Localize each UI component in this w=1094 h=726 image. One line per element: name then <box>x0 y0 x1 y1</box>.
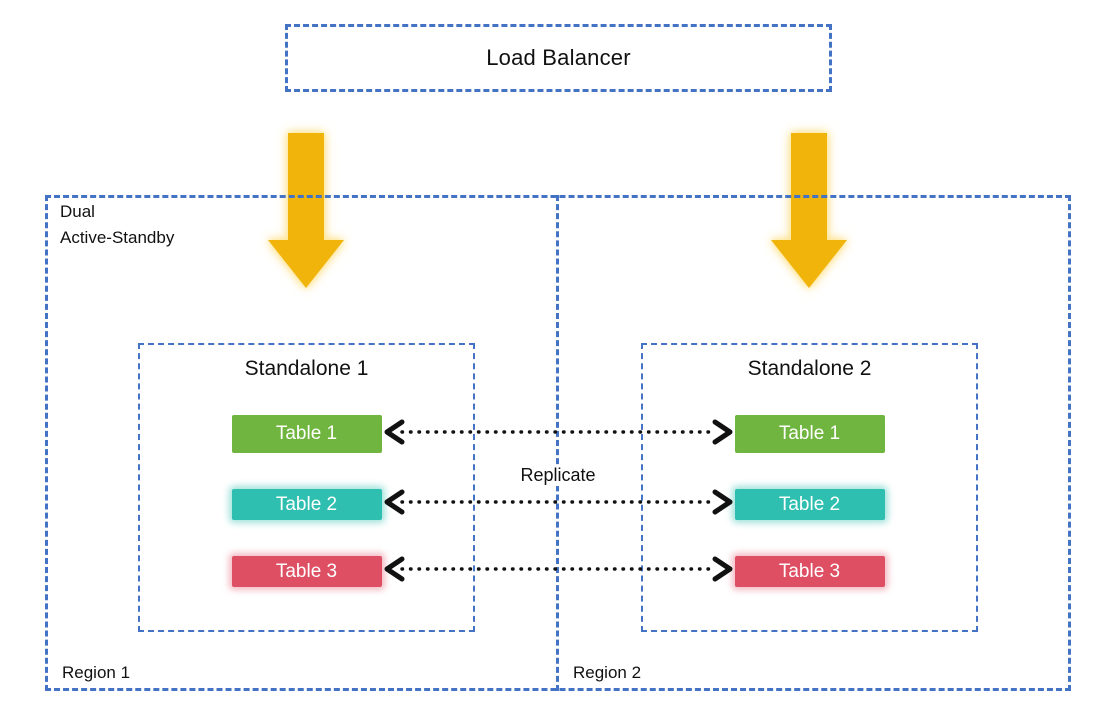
standalone-1-table-3: Table 3 <box>231 556 382 587</box>
region-divider <box>556 195 559 691</box>
standalone-1-box: Standalone 1 Table 1 Table 2 Table 3 <box>138 343 475 632</box>
dual-label-line2: Active-Standby <box>60 228 175 247</box>
dual-active-standby-label: Dual Active-Standby <box>60 199 174 251</box>
region-2-label: Region 2 <box>573 663 642 682</box>
replicate-label: Replicate <box>513 465 603 486</box>
region-1-label: Region 1 <box>62 663 131 682</box>
standalone-1-table-2: Table 2 <box>231 489 382 520</box>
dual-label-line1: Dual <box>60 202 95 221</box>
standalone-2-table-2: Table 2 <box>734 489 885 520</box>
standalone-2-table-3: Table 3 <box>734 556 885 587</box>
load-balancer-label: Load Balancer <box>486 45 631 70</box>
standalone-1-table-1: Table 1 <box>231 415 382 453</box>
down-arrow-right-icon <box>771 133 847 288</box>
standalone-2-table-1: Table 1 <box>734 415 885 453</box>
standalone-2-box: Standalone 2 Table 1 Table 2 Table 3 <box>641 343 978 632</box>
standalone-2-title: Standalone 2 <box>747 357 872 380</box>
standalone-1-title: Standalone 1 <box>244 357 369 380</box>
load-balancer-box: Load Balancer <box>285 24 832 92</box>
down-arrow-left-icon <box>268 133 344 288</box>
